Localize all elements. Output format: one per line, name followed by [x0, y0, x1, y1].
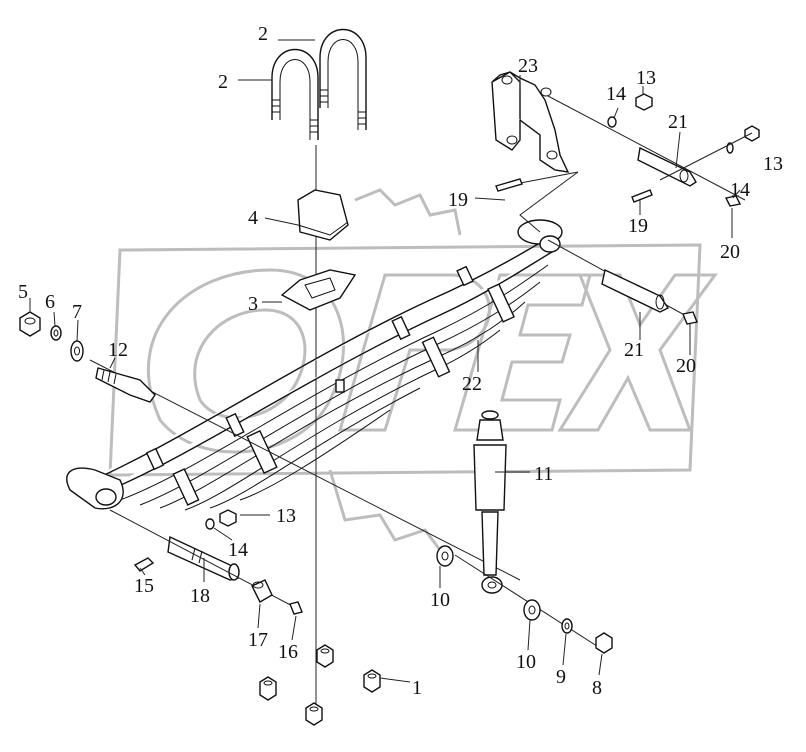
nut-13a [635, 93, 653, 111]
u-bolt-nut-a [259, 676, 277, 701]
callout-14c: 14 [228, 539, 248, 561]
callout-6: 6 [45, 291, 55, 313]
callout-19a: 19 [448, 189, 468, 211]
callout-20b: 20 [676, 355, 696, 377]
grease-nipple-15 [133, 557, 155, 572]
callout-5: 5 [18, 281, 28, 303]
washer-14a [607, 116, 617, 128]
callout-7: 7 [72, 301, 82, 323]
upper-pin-axis-line [547, 95, 746, 201]
leader-lines [29, 39, 741, 683]
callout-16: 16 [278, 641, 298, 663]
nut-13c [219, 509, 237, 527]
callout-19b: 19 [628, 215, 648, 237]
washer-10b [523, 599, 541, 621]
callout-8: 8 [592, 677, 602, 699]
washer-14c [205, 518, 215, 530]
callout-23: 23 [518, 55, 538, 77]
rear-pin-21b [601, 268, 670, 313]
callout-13c: 13 [276, 505, 296, 527]
callout-17: 17 [248, 629, 268, 651]
callout-labels: 2 2 23 13 14 21 13 14 19 19 4 20 3 5 6 7… [18, 23, 783, 699]
upper-nut-axis-line [659, 132, 753, 181]
front-pin-axis-line [89, 359, 521, 581]
callout-22: 22 [462, 373, 482, 395]
callout-11: 11 [534, 463, 553, 485]
shock-absorber [473, 410, 507, 594]
nut-5 [19, 311, 41, 337]
u-bolt-left [271, 48, 319, 140]
callout-20a: 20 [720, 241, 740, 263]
callout-9: 9 [556, 666, 566, 688]
callout-2b: 2 [218, 71, 228, 93]
rubber-bumper [297, 189, 349, 241]
bracket-guide-line [519, 171, 579, 233]
callout-12: 12 [108, 339, 128, 361]
callout-21a: 21 [668, 111, 688, 133]
u-bolt-nut-b [316, 644, 334, 668]
u-bolt-right [319, 28, 367, 130]
opex-watermark [108, 188, 718, 551]
callout-4: 4 [248, 207, 258, 229]
callout-10a: 10 [430, 589, 450, 611]
rear-pin-21a [637, 146, 697, 187]
front-spring-pin [95, 367, 156, 403]
washer-6 [50, 325, 62, 341]
grease-nipple-20a [724, 195, 742, 207]
callout-14a: 14 [606, 83, 626, 105]
leaf-spring-pack [66, 219, 563, 511]
callout-3: 3 [248, 293, 258, 315]
callout-15: 15 [134, 575, 154, 597]
callout-10b: 10 [516, 651, 536, 673]
washer-9 [561, 618, 573, 634]
callout-13b: 13 [763, 153, 783, 175]
grease-nipple-20b [682, 311, 698, 325]
callout-14b: 14 [730, 179, 750, 201]
rear-hanger-bracket [491, 71, 570, 173]
u-bolt-nut-d [305, 702, 323, 726]
callout-18: 18 [190, 585, 210, 607]
bolt-19b [631, 189, 653, 203]
callout-1: 1 [412, 677, 422, 699]
callout-2a: 2 [258, 23, 268, 45]
bushing-17 [251, 579, 273, 603]
grease-fitting-16 [289, 601, 303, 615]
spring-seat-plate [280, 269, 357, 311]
washer-10a [436, 545, 454, 567]
bolt-19a [495, 178, 523, 192]
nut-8 [595, 632, 613, 654]
callout-21b: 21 [624, 339, 644, 361]
callout-13a: 13 [636, 67, 656, 89]
washer-7 [70, 340, 84, 362]
u-bolt-nut-c [363, 669, 381, 693]
